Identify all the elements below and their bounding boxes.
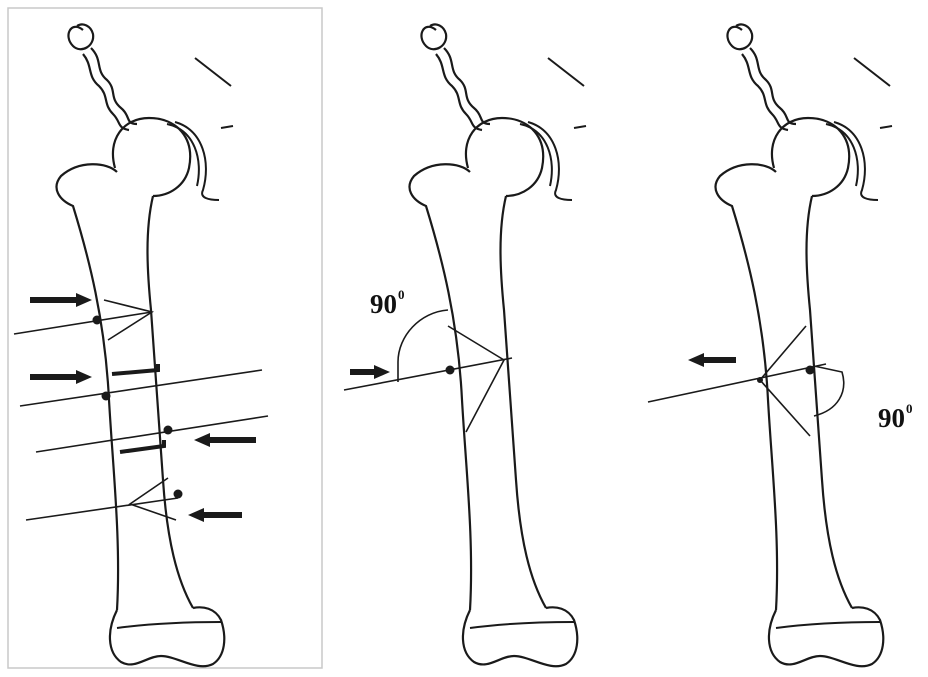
arrow-right-1 (30, 293, 92, 307)
angle-value: 90 (370, 289, 397, 319)
arrow-right-2 (30, 370, 92, 384)
fracture-point-5 (446, 366, 455, 375)
angle-degree-mark: 0 (398, 287, 405, 302)
panel-3-femur (716, 24, 892, 666)
angle-value: 90 (878, 403, 905, 433)
fracture-line-transverse-2 (36, 416, 268, 452)
panel-1 (8, 8, 322, 668)
fracture-line-transverse-1 (20, 364, 262, 406)
angle-arc-3 (814, 366, 844, 416)
fracture-point-1 (93, 316, 102, 325)
panel-2 (344, 24, 586, 666)
fracture-point-7 (757, 377, 763, 383)
fracture-point-6 (806, 366, 815, 375)
angle-label-panel-3: 900 (878, 402, 913, 432)
panel-1-frame (8, 8, 322, 668)
fracture-wedge-3 (648, 326, 826, 436)
fracture-point-3 (164, 426, 173, 435)
angle-label-panel-2: 900 (370, 288, 405, 318)
arrow-left-3 (688, 353, 736, 367)
fracture-wedge-2 (344, 326, 512, 432)
fracture-line-oblique-1 (14, 300, 152, 340)
panel-2-femur (410, 24, 586, 666)
arrow-left-2 (188, 508, 242, 522)
angle-degree-mark: 0 (906, 401, 913, 416)
panel-3 (648, 24, 892, 666)
arrow-left-1 (194, 433, 256, 447)
fracture-line-oblique-2 (26, 478, 178, 520)
fracture-point-4 (174, 490, 183, 499)
fracture-point-2 (102, 392, 111, 401)
arrow-right-3 (350, 365, 390, 379)
panel-1-femur (57, 24, 233, 666)
